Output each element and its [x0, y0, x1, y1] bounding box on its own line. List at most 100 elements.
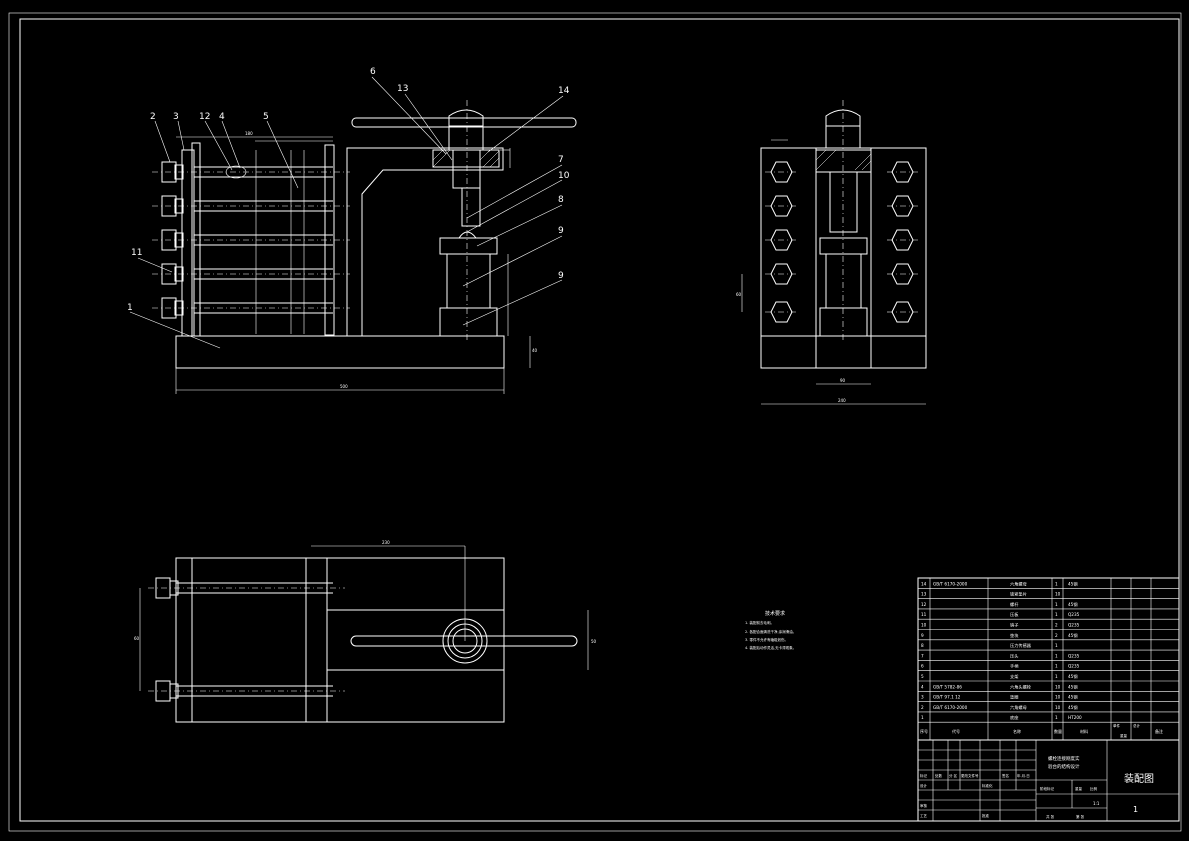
balloon-4: 4: [219, 112, 225, 122]
handle-bar: [351, 117, 577, 128]
tb-review: 审核: [920, 803, 928, 808]
bom-cell-qty: 2: [1055, 623, 1058, 628]
left-plate: [181, 149, 195, 337]
bom-header-name: 名称: [1013, 728, 1021, 734]
bom-cell-no: 4: [921, 684, 924, 689]
tb-scale-label: 比例: [1090, 786, 1098, 791]
outer-frame: [8, 12, 1182, 832]
tb-standardize: 标准化: [982, 783, 993, 788]
load-sensor: [446, 253, 491, 309]
tech-req-line-3: 3. 零件不允许有磕碰划伤。: [745, 637, 788, 642]
bom-cell-no: 10: [921, 623, 927, 628]
bom-cell-qty: 1: [1055, 643, 1058, 648]
bom-cell-name: 六角螺母: [1010, 580, 1027, 587]
tb-stage-mark: 阶段标记: [1040, 786, 1055, 791]
bom-cell-qty: 1: [1055, 653, 1058, 658]
balloon-8: 8: [558, 195, 564, 205]
technical-requirements: 技术要求 1. 装配前去毛刺。 2. 各配合面清洗干净,涂润滑油。 3. 零件不…: [745, 610, 796, 650]
bom-cell-name: 六角头螺栓: [1010, 683, 1032, 690]
nut-hatched: [432, 149, 500, 168]
screw-knob: [448, 109, 484, 127]
bom-cell-code: GB/T 6170-2000: [933, 581, 968, 586]
bom-cell-name: 手柄: [1010, 663, 1018, 670]
bom-cell-name: 垫块: [1010, 632, 1019, 639]
dim-slot-width: 50: [591, 639, 597, 644]
bom-cell-no: 8: [921, 643, 924, 648]
bom-cell-name: 压力传感器: [1010, 642, 1032, 649]
balloon-6: 6: [370, 67, 376, 77]
dim-base-height: 40: [532, 348, 538, 353]
inner-frame: [19, 18, 1180, 822]
bom-cell-material: 45钢: [1068, 601, 1078, 608]
bom-cell-material: 45钢: [1068, 704, 1078, 711]
balloon-12: 11: [131, 248, 142, 258]
bom-cell-no: 9: [921, 633, 924, 638]
bom-cell-code: GB/T 97.1 12: [933, 695, 961, 700]
bom-cell-qty: 1: [1055, 715, 1058, 720]
bom-cell-material: Q235: [1068, 612, 1080, 617]
side-nuts-right: [891, 161, 914, 323]
bom-cell-name: 压板: [1010, 611, 1019, 618]
tech-req-line-2: 2. 各配合面清洗干净,涂润滑油。: [745, 629, 796, 634]
balloon-13: 12: [199, 112, 210, 122]
base-plate: [175, 335, 505, 369]
tb-date: 年.月.日: [1017, 773, 1030, 778]
bom-cell-no: 12: [921, 602, 927, 607]
balloon-2: 2: [150, 112, 156, 122]
bom-header-total: 总计: [1133, 723, 1141, 728]
balloon-7: 7: [558, 155, 564, 165]
tb-design: 设计: [920, 783, 928, 788]
tb-process: 工艺: [920, 813, 928, 818]
tech-req-line-1: 1. 装配前去毛刺。: [745, 620, 774, 625]
bom-header-remark: 备注: [1155, 728, 1163, 734]
bolt-rows: [152, 161, 350, 319]
bom-header-material: 材料: [1080, 728, 1088, 734]
bom-cell-code: GB/T 6170-2000: [933, 705, 968, 710]
balloon-5: 5: [263, 112, 269, 122]
bom-cell-material: 45钢: [1068, 683, 1078, 690]
bom-cell-name: 垫圈: [1010, 694, 1018, 701]
bom-cell-material: Q235: [1068, 664, 1080, 669]
bom-cell-material: 45钢: [1068, 580, 1078, 587]
top-view: 230 50 60: [134, 540, 597, 723]
front-view: 500 40 180 2 3 12 4 5 11 1 6 13: [127, 67, 577, 394]
bom-cell-no: 13: [921, 592, 927, 597]
bom-header-weight: 重量: [1120, 733, 1128, 738]
bom-header-no: 序号: [920, 728, 928, 734]
tb-change-doc: 更改文件号: [961, 773, 979, 778]
bom-cell-qty: 1: [1055, 602, 1058, 607]
tech-req-line-4: 4. 装配后动作灵活,无卡滞现象。: [745, 645, 796, 650]
balloon-14: 14: [558, 86, 570, 96]
bom-cell-qty: 2: [1055, 633, 1058, 638]
dim-head-width: 60: [134, 636, 140, 641]
side-view: 240 90 60: [736, 100, 927, 405]
bom-cell-material: Q235: [1068, 623, 1080, 628]
bom-cell-qty: 1: [1055, 664, 1058, 669]
dim-base-length: 500: [340, 384, 348, 389]
tb-page: 第 张: [1076, 814, 1085, 819]
bom-cell-qty: 10: [1055, 695, 1061, 700]
tb-product-name-2: 验台的结构设计: [1048, 763, 1080, 770]
bom-cell-qty: 10: [1055, 592, 1061, 597]
bom-cell-name: 销子: [1010, 622, 1018, 629]
tb-approve: 批准: [982, 813, 990, 818]
dim-side-width: 240: [838, 398, 846, 403]
tb-total: 共 张: [1046, 814, 1055, 819]
bom-cell-material: 45钢: [1068, 632, 1078, 639]
dim-bracket-span: 180: [245, 131, 253, 136]
bom-header-code: 代号: [952, 728, 960, 734]
dim-bolt-pitch: 60: [736, 292, 742, 297]
tb-sign: 签名: [1002, 773, 1009, 778]
bom-cell-material: HT200: [1068, 715, 1082, 720]
bom-cell-no: 1: [921, 715, 924, 720]
bracket-column: [346, 147, 504, 336]
bom-cell-no: 3: [921, 695, 924, 700]
side-nuts-left: [770, 161, 793, 323]
bom-cell-material: 45钢: [1068, 673, 1078, 680]
tb-scale-value: 1:1: [1093, 801, 1100, 806]
sheet-number: 1: [1133, 805, 1138, 814]
bom-cell-qty: 1: [1055, 612, 1058, 617]
balloon-9a: 9: [558, 226, 564, 236]
